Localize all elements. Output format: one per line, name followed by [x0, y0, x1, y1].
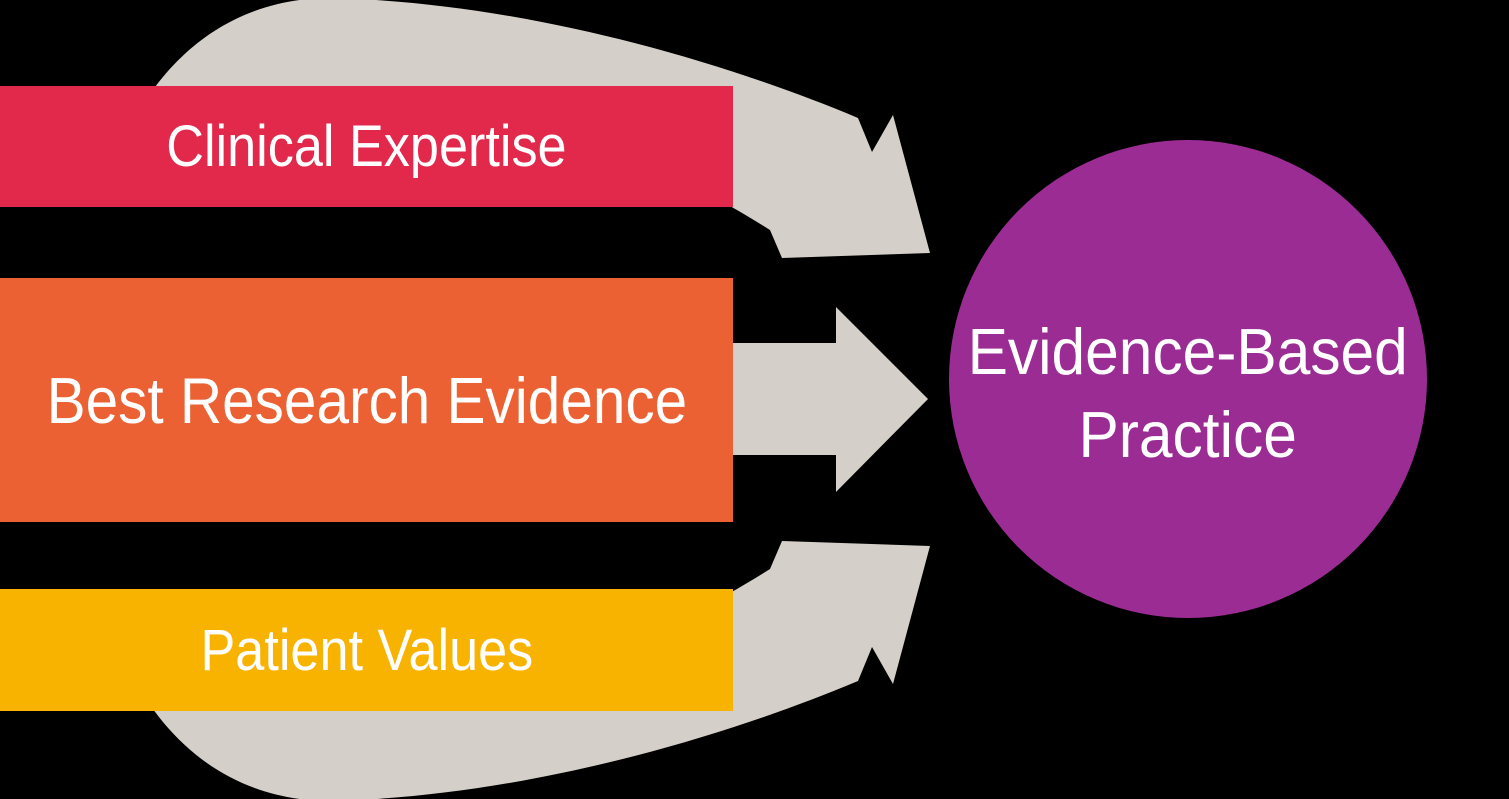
input-bar-clinical-expertise: Clinical Expertise — [0, 86, 733, 207]
evidence-based-practice-label-line1: Evidence-Based — [967, 315, 1409, 388]
evidence-based-practice-label: Evidence-Based Practice — [968, 310, 1408, 476]
evidence-based-practice-label-line2: Practice — [1078, 398, 1298, 471]
input-bar-best-research-evidence: Best Research Evidence — [0, 278, 733, 522]
input-bar-patient-values: Patient Values — [0, 589, 733, 711]
clinical-expertise-label: Clinical Expertise — [166, 114, 567, 179]
patient-values-label: Patient Values — [200, 617, 533, 683]
best-research-evidence-label: Best Research Evidence — [46, 363, 687, 437]
middle-arrow-icon — [726, 307, 928, 492]
outcome-circle-evidence-based-practice: Evidence-Based Practice — [949, 140, 1427, 618]
